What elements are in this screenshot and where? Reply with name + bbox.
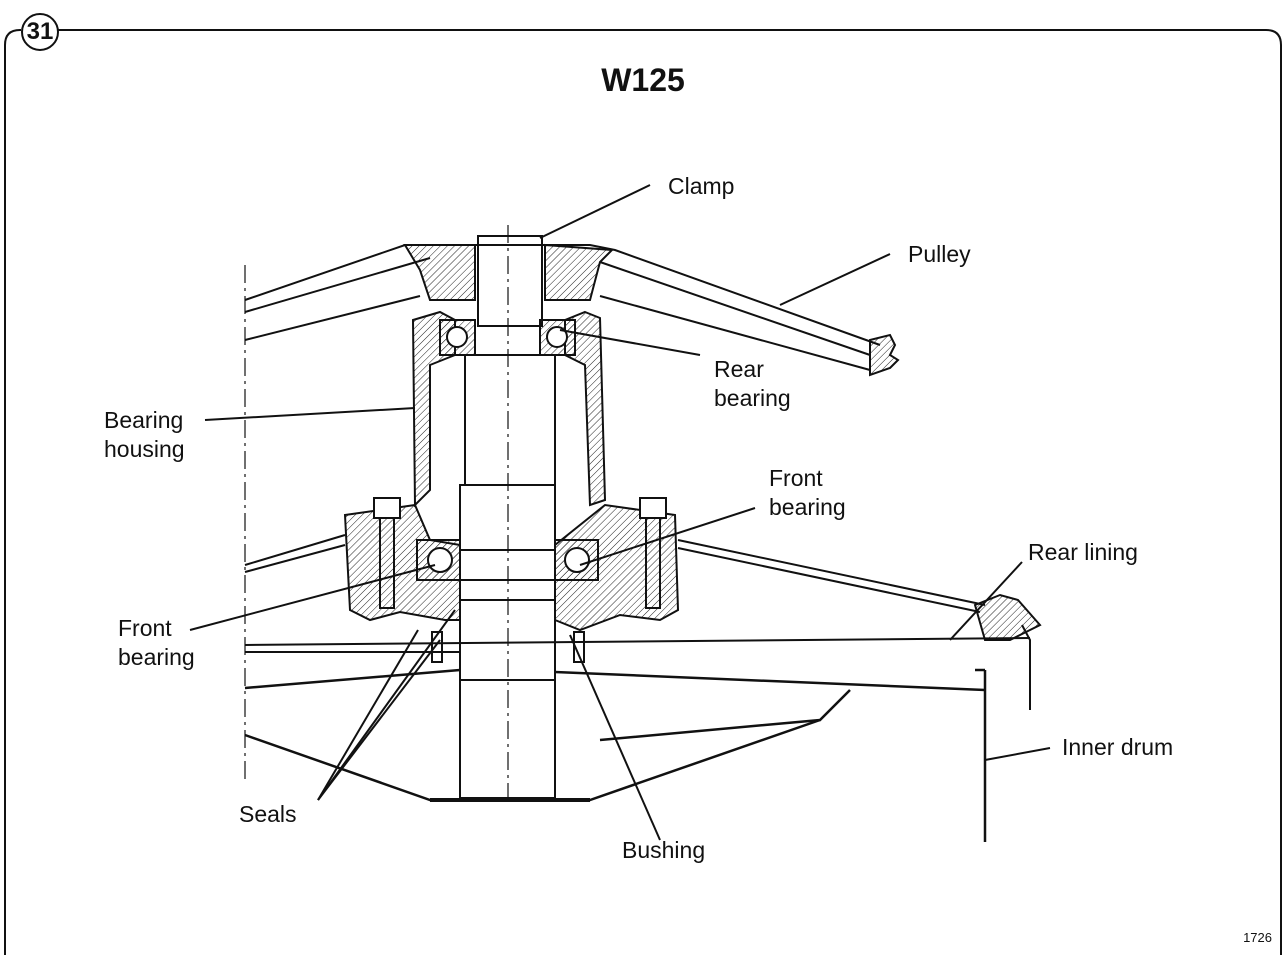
rear-lining (244, 534, 1042, 710)
shaft (459, 225, 556, 800)
figure-number-badge: 31 (21, 13, 59, 51)
badge-number: 31 (26, 18, 54, 45)
label-front-bearing-left-line1: Front (118, 615, 172, 641)
bearings (416, 319, 599, 581)
figure-reference-number: 1726 (1243, 930, 1272, 945)
label-front-bearing-left-line2: bearing (118, 644, 195, 670)
leader-pulley (779, 253, 891, 306)
diagram-title: W125 (601, 62, 685, 98)
inner-drum (244, 668, 987, 842)
leader-bushing (569, 634, 661, 841)
pulley (244, 243, 900, 377)
leader-front-bearing-left (189, 564, 436, 631)
leader-seal-3 (317, 609, 456, 801)
label-bushing: Bushing (622, 837, 706, 863)
label-clamp: Clamp (668, 173, 735, 199)
bolts (373, 497, 667, 663)
leader-rear-lining (949, 561, 1023, 641)
label-rear-bearing-line2: bearing (714, 385, 791, 411)
label-bearing-housing: Bearing housing (104, 406, 185, 464)
label-rear-bearing-line1: Rear (714, 356, 764, 382)
label-front-bearing-right-line2: bearing (769, 494, 846, 520)
bearing-housing (343, 310, 680, 632)
label-front-bearing-right: Front bearing (769, 464, 846, 522)
label-bearing-housing-line1: Bearing (104, 407, 184, 433)
label-rear-bearing: Rear bearing (714, 355, 791, 413)
leader-rear-bearing (559, 329, 701, 356)
leader-inner-drum (984, 747, 1051, 761)
leader-lines (189, 184, 1051, 841)
leader-seal-1 (317, 629, 419, 801)
leader-front-bearing-right (579, 507, 756, 566)
label-pulley: Pulley (908, 241, 971, 267)
label-bearing-housing-line2: housing (104, 436, 185, 462)
label-front-bearing-right-line1: Front (769, 465, 823, 491)
leader-clamp (539, 184, 651, 239)
label-rear-lining: Rear lining (1028, 539, 1138, 565)
label-inner-drum: Inner drum (1062, 734, 1174, 760)
label-front-bearing-left: Front bearing (118, 614, 195, 672)
label-seals: Seals (239, 801, 297, 827)
leader-bearing-housing (204, 407, 416, 421)
